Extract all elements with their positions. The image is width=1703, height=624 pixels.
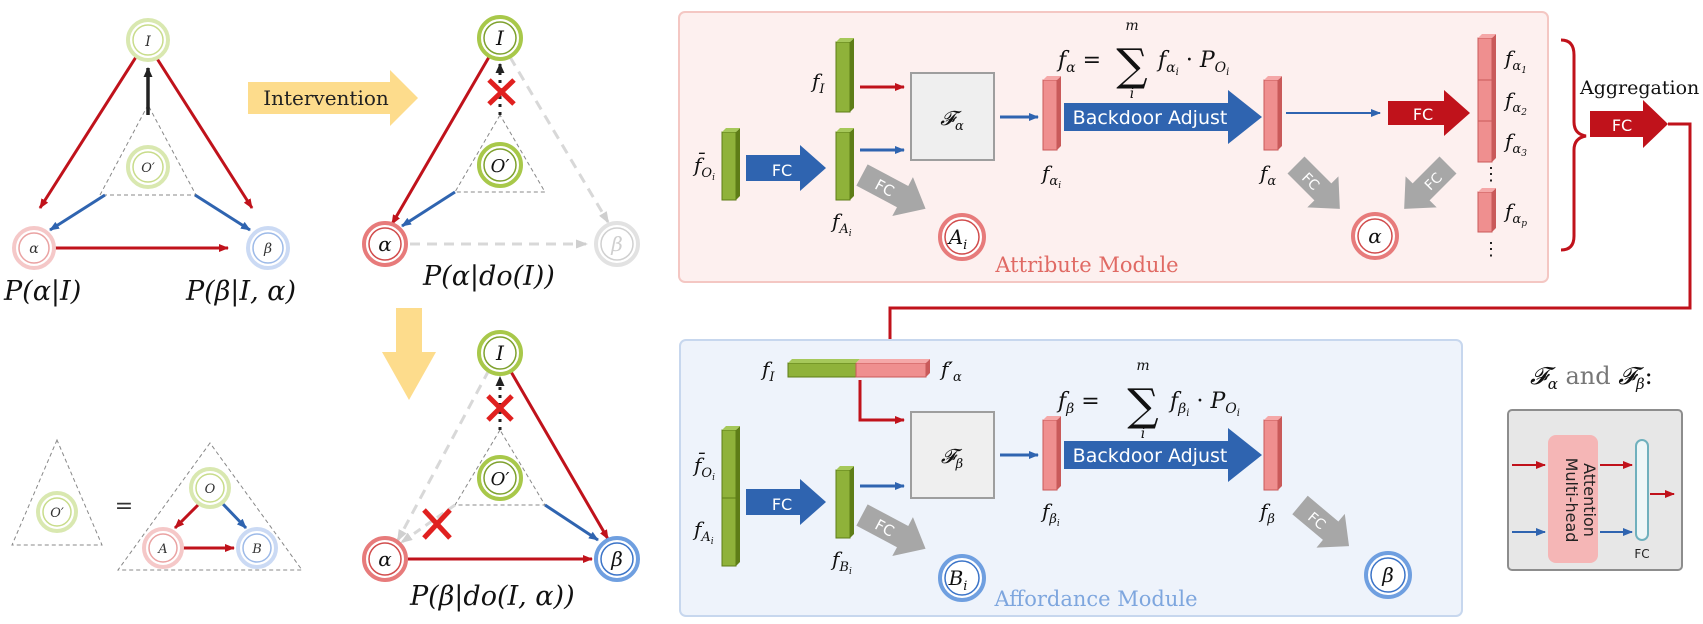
affordance-module-title: Affordance Module — [993, 587, 1197, 611]
label-p-alpha-given-I: P(α|I) — [3, 276, 81, 307]
svg-text:β: β — [263, 241, 272, 257]
attribute-module-title: Attribute Module — [994, 253, 1178, 277]
intervention-arrow: Intervention — [248, 70, 418, 126]
affordance-module: Affordance Module fI f′α f̄Oi fAi FC — [679, 339, 1463, 617]
confounder-legend: O′ = O A B — [11, 438, 303, 571]
svg-text:Attention: Attention — [1580, 463, 1599, 537]
node-beta: β — [594, 536, 640, 582]
node-B-i: Bi — [938, 554, 986, 602]
label-p-alpha-do-I: P(α|do(I)) — [422, 261, 555, 292]
svg-text:FC: FC — [1634, 547, 1649, 561]
feature-f-beta: fβ — [1258, 416, 1282, 527]
svg-text:FC: FC — [1413, 105, 1433, 124]
feature-f-B: fBi — [830, 466, 854, 577]
label-p-beta-given-I-alpha: P(β|I, α) — [185, 276, 296, 307]
svg-text:Intervention: Intervention — [263, 86, 389, 110]
feature-f-alpha-i: fαi — [1040, 76, 1061, 191]
feature-f-I-concat-f-alpha: fI f′α — [760, 357, 962, 385]
down-arrow — [382, 308, 436, 400]
cut-mark — [487, 78, 516, 106]
svg-text:⋮: ⋮ — [1482, 239, 1500, 260]
node-alpha-output: α — [1351, 212, 1399, 260]
fc-block: FC — [746, 479, 826, 525]
svg-text:i: i — [1141, 426, 1145, 442]
svg-text:O′: O′ — [50, 506, 64, 521]
node-beta: β — [246, 226, 290, 270]
svg-text:Multi-head: Multi-head — [1562, 458, 1581, 543]
svg-text:FC: FC — [772, 161, 792, 180]
fc-gray-arrow: FC — [1292, 495, 1350, 548]
attribute-module: Attribute Module fI f̄Oi FC fAi — [678, 11, 1549, 283]
F-beta-module: 𝓕β — [910, 411, 995, 499]
causal-graph-do-I: I O′ α β P(α|do(I)) — [362, 15, 640, 292]
node-I: I — [477, 15, 523, 61]
node-O-prime: O′ — [477, 455, 523, 501]
svg-text:O′: O′ — [141, 161, 155, 176]
F-alpha-module: 𝓕α — [910, 72, 995, 161]
svg-text:β: β — [610, 232, 623, 256]
module-structure-legend: 𝓕α and 𝓕β: Multi-head Attention FC — [1507, 362, 1683, 571]
node-alpha: α — [362, 221, 408, 267]
svg-text:A: A — [157, 542, 167, 557]
svg-text:⋮: ⋮ — [1482, 164, 1500, 185]
cut-mark — [486, 394, 514, 422]
svg-text:I: I — [495, 26, 505, 50]
svg-text:m: m — [1136, 358, 1149, 374]
cut-mark — [422, 508, 452, 540]
feature-f-O-bar: f̄Oi — [692, 128, 740, 201]
node-alpha: α — [12, 226, 56, 270]
svg-text:fβ =: fβ = — [1056, 389, 1100, 417]
fc-block: FC — [746, 145, 826, 191]
fc-red-block: FC — [1388, 90, 1470, 136]
svg-text:i: i — [1130, 86, 1134, 102]
svg-text:m: m — [1125, 18, 1138, 34]
svg-text:∑: ∑ — [1116, 40, 1147, 91]
aggregation: Aggregation FC — [886, 38, 1699, 361]
svg-text:FC: FC — [772, 495, 792, 514]
backdoor-adjust-block: Backdoor Adjust — [1064, 428, 1262, 482]
node-I: I — [126, 18, 170, 62]
svg-text:α: α — [1368, 224, 1382, 248]
svg-text:α: α — [378, 232, 392, 256]
svg-text:Ai: Ai — [947, 225, 968, 253]
svg-text:I: I — [495, 341, 505, 365]
svg-text:Bi: Bi — [948, 566, 968, 594]
node-I: I — [477, 330, 523, 376]
causal-graph-original: I O′ α β P(α|I) P(β|I, α) — [3, 18, 296, 307]
node-O-prime: O′ — [126, 145, 170, 189]
svg-text:𝓕α and 𝓕β:: 𝓕α and 𝓕β: — [1530, 362, 1653, 393]
aggregation-label: Aggregation — [1579, 77, 1699, 99]
svg-text:∑: ∑ — [1127, 380, 1158, 431]
svg-text:Backdoor Adjust: Backdoor Adjust — [1073, 107, 1228, 129]
svg-text:Backdoor Adjust: Backdoor Adjust — [1073, 445, 1228, 467]
svg-text:O′: O′ — [491, 156, 510, 177]
node-A-i: Ai — [938, 213, 986, 261]
feature-f-I: fI — [810, 38, 854, 113]
svg-text:O′: O′ — [491, 469, 510, 490]
label-p-beta-do-I-alpha: P(β|do(I, α)) — [409, 581, 575, 612]
svg-text:I: I — [144, 34, 151, 50]
backdoor-adjust-block: Backdoor Adjust — [1064, 90, 1262, 144]
svg-text:O: O — [205, 482, 216, 497]
node-beta-output: β — [1364, 551, 1412, 599]
causal-graph-do-I-alpha: I O′ α β P(β|do(I, α)) — [362, 330, 640, 612]
svg-text:fα =: fα = — [1056, 48, 1101, 76]
feature-f-alpha: fα — [1258, 76, 1282, 189]
svg-text:β: β — [1381, 563, 1394, 587]
svg-text:FC: FC — [1612, 116, 1632, 135]
fc-gray-arrow: FC — [856, 164, 926, 217]
svg-text:=: = — [115, 494, 133, 519]
node-alpha: α — [362, 536, 408, 582]
svg-text:β: β — [610, 547, 623, 571]
node-O-prime: O′ — [477, 142, 523, 188]
node-beta-faded: β — [594, 221, 640, 267]
svg-text:B: B — [251, 542, 262, 557]
svg-text:α: α — [29, 241, 39, 257]
svg-text:α: α — [378, 547, 392, 571]
